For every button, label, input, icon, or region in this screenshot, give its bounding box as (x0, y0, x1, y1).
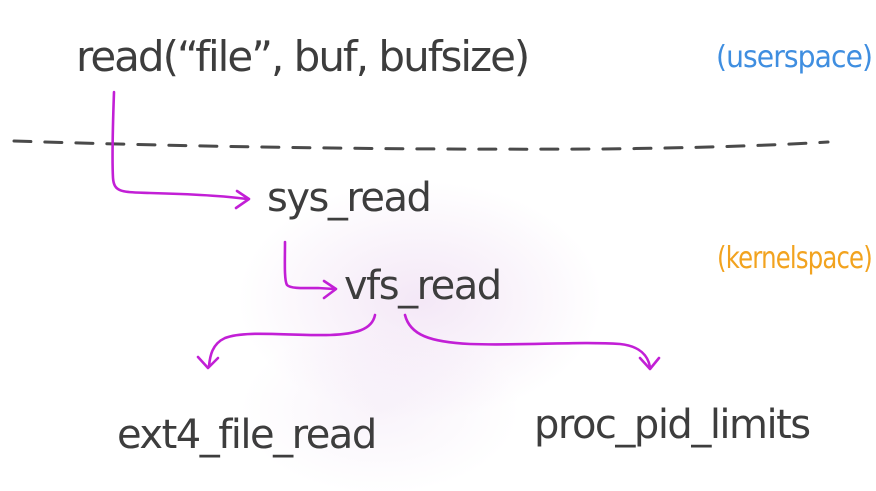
proc-pid-limits-node: proc_pid_limits (534, 402, 811, 448)
sys-read-node: sys_read (267, 175, 432, 221)
userspace-label: (userspace) (716, 40, 873, 75)
userspace-read-call: read(“file”, buf, bufsize) (76, 32, 530, 81)
ext4-file-read-node: ext4_file_read (117, 412, 377, 458)
arrow-vfs-read-to-ext4 (207, 313, 377, 368)
userspace-kernelspace-divider (12, 139, 830, 151)
kernelspace-label: (kernelspace) (717, 241, 873, 276)
arrowhead-ext4 (196, 355, 220, 370)
vfs-read-node: vfs_read (344, 263, 502, 309)
arrow-sys-read-to-vfs-read (283, 240, 336, 291)
arrowhead-sys-read (234, 189, 251, 210)
arrowhead-vfs-read (322, 279, 338, 300)
arrowhead-proc (638, 356, 661, 371)
arrow-vfs-read-to-proc (403, 313, 652, 369)
arrow-read-to-sys-read (111, 90, 249, 201)
